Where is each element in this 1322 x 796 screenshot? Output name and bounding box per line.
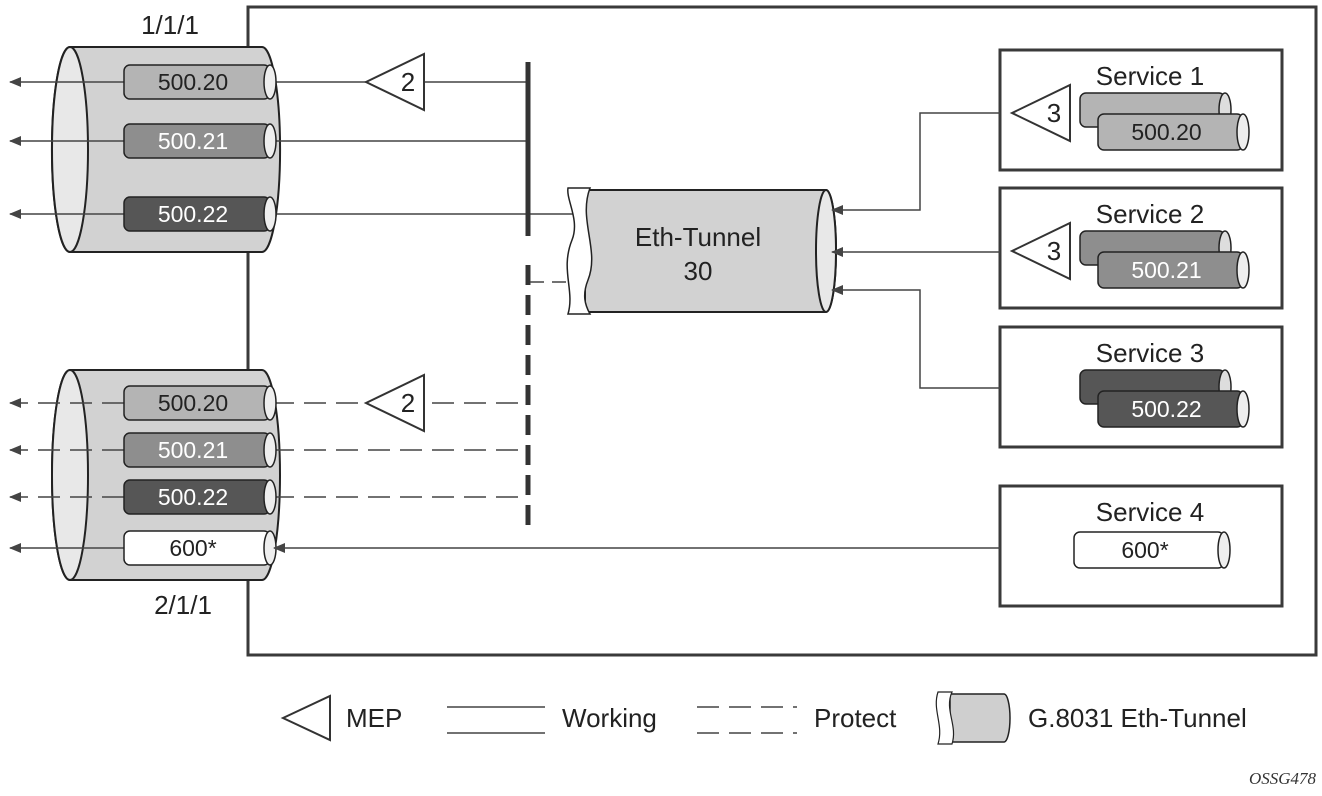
port-1-label: 1/1/1 bbox=[141, 10, 199, 40]
legend-working: Working bbox=[562, 703, 657, 733]
eth-tunnel bbox=[566, 187, 837, 315]
service-2: Service 2 3 500.21 bbox=[998, 186, 1284, 310]
sap-tube: 500.20 bbox=[123, 385, 277, 421]
service-sap: 500.22 bbox=[1097, 390, 1250, 428]
mep-level: 3 bbox=[1047, 98, 1061, 128]
mep-level: 2 bbox=[401, 388, 415, 418]
sap-tube: 500.21 bbox=[123, 123, 277, 159]
figure-ref: OSSG478 bbox=[1249, 769, 1317, 788]
sap-label: 500.22 bbox=[158, 484, 228, 510]
legend-tunnel-icon bbox=[949, 693, 1011, 743]
service-title: Service 4 bbox=[1096, 497, 1204, 527]
service-title: Service 3 bbox=[1096, 338, 1204, 368]
sap-label: 500.22 bbox=[158, 201, 228, 227]
service-sap: 500.21 bbox=[1097, 251, 1250, 289]
mep-port-1: 2 bbox=[363, 52, 425, 112]
sap-tube: 600* bbox=[123, 530, 277, 566]
service-link bbox=[831, 112, 1000, 215]
sap-tube: 500.20 bbox=[123, 64, 277, 100]
sap-label: 500.22 bbox=[1131, 396, 1201, 422]
legend: MEP Working Protect G.8031 Eth-Tunnel bbox=[280, 691, 1247, 745]
mep-port-2: 2 bbox=[363, 373, 425, 433]
sap-label: 500.21 bbox=[158, 437, 228, 463]
mep-level: 3 bbox=[1047, 236, 1061, 266]
sap-label: 500.20 bbox=[158, 390, 228, 416]
sap-label: 600* bbox=[169, 535, 216, 561]
sap-label: 600* bbox=[1121, 537, 1168, 563]
service-1: Service 1 3 500.20 bbox=[998, 48, 1284, 172]
sap-label: 500.21 bbox=[158, 128, 228, 154]
sap-label: 500.20 bbox=[158, 69, 228, 95]
service-mep: 3 bbox=[1009, 221, 1071, 281]
service-4: Service 4 600* bbox=[998, 484, 1284, 608]
sap-tube: 500.22 bbox=[123, 196, 277, 232]
service-sap: 500.20 bbox=[1097, 113, 1250, 151]
service-mep: 3 bbox=[1009, 83, 1071, 143]
sap-label: 500.21 bbox=[1131, 257, 1201, 283]
legend-mep-icon bbox=[280, 694, 331, 742]
sap-tube: 500.21 bbox=[123, 432, 277, 468]
service-sap: 600* bbox=[1073, 531, 1231, 569]
service-title: Service 1 bbox=[1096, 61, 1204, 91]
node-box bbox=[246, 5, 1318, 657]
legend-protect: Protect bbox=[814, 703, 897, 733]
service-3: Service 3 500.22 bbox=[998, 325, 1284, 449]
port-2-1-1 bbox=[51, 369, 281, 581]
service-title: Service 2 bbox=[1096, 199, 1204, 229]
eth-tunnel-name: Eth-Tunnel bbox=[635, 222, 761, 252]
sap-tube: 500.22 bbox=[123, 479, 277, 515]
port-2-label: 2/1/1 bbox=[154, 590, 212, 620]
legend-tunnel: G.8031 Eth-Tunnel bbox=[1028, 703, 1247, 733]
sap-label: 500.20 bbox=[1131, 119, 1201, 145]
eth-tunnel-id: 30 bbox=[684, 256, 713, 286]
legend-mep: MEP bbox=[346, 703, 402, 733]
service-link bbox=[831, 285, 1000, 389]
mep-level: 2 bbox=[401, 67, 415, 97]
